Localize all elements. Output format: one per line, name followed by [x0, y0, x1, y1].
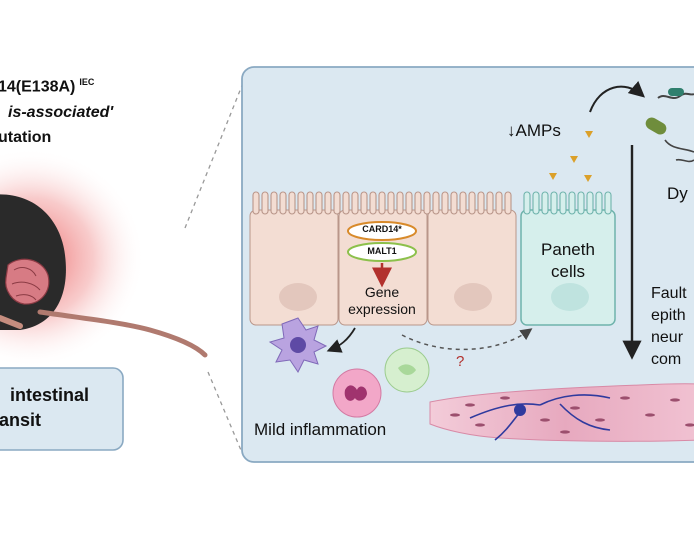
microvillus	[315, 191, 323, 215]
microvillus	[414, 191, 422, 215]
microvillus	[450, 191, 458, 215]
epithelium	[249, 191, 616, 326]
curved-arrow-bacteria	[589, 81, 646, 113]
muscle-nucleus	[500, 396, 510, 400]
association-label: is-associated'	[8, 104, 114, 121]
faulty-line-1: Fault	[651, 285, 687, 302]
phenotype-line-1: intestinal	[10, 385, 90, 405]
microvillus	[541, 191, 549, 215]
muscle-nucleus	[595, 418, 605, 422]
microvillus	[568, 191, 576, 215]
microvillus	[459, 191, 467, 215]
muscle-nucleus	[465, 403, 475, 407]
zoom-line-bottom	[207, 371, 244, 456]
microvillus	[270, 191, 278, 215]
microvillus	[559, 191, 567, 215]
genotype-label: 14(E138A)IEC	[0, 77, 95, 96]
microvillus	[288, 191, 296, 215]
microvillus	[468, 191, 476, 215]
malt1-label: MALT1	[367, 246, 397, 256]
microvillus	[387, 191, 395, 215]
gene-label-2: expression	[348, 301, 416, 317]
gene-label-1: Gene	[364, 284, 400, 300]
microvillus	[324, 191, 332, 215]
microvillus	[297, 191, 305, 215]
paneth-microvilli	[523, 191, 612, 215]
microvillus	[495, 191, 503, 215]
microvillus	[351, 191, 359, 215]
microvillus	[342, 191, 350, 215]
nucleus-1	[279, 283, 317, 311]
microvillus	[279, 191, 287, 215]
microvillus	[432, 191, 440, 215]
nucleus-3	[454, 283, 492, 311]
microvillus	[586, 191, 594, 215]
microvillus	[360, 191, 368, 215]
bacteria	[645, 88, 694, 163]
muscle-nucleus	[685, 423, 694, 427]
microvillus	[486, 191, 494, 215]
paneth-nucleus	[551, 283, 589, 311]
inflammation-label: Mild inflammation	[254, 420, 387, 439]
microvillus	[550, 191, 558, 215]
microvillus	[532, 191, 540, 215]
microvillus	[504, 191, 512, 215]
microvillus	[333, 191, 341, 215]
muscle-nucleus	[540, 418, 550, 422]
microvillus	[369, 191, 377, 215]
intestine-coil	[5, 258, 50, 305]
faulty-line-3: neur	[651, 329, 684, 346]
faulty-line-2: epith	[651, 307, 686, 324]
microvillus	[523, 191, 531, 215]
microvillus	[405, 191, 413, 215]
dysbiosis-label: Dy	[667, 184, 688, 203]
amp-granules	[549, 131, 593, 182]
phenotype-line-2: ansit	[0, 410, 42, 430]
microvillus	[252, 191, 260, 215]
microvillus	[441, 191, 449, 215]
muscle-layer	[429, 383, 694, 442]
card14-label: CARD14*	[362, 224, 402, 234]
bacterium-green	[645, 117, 667, 135]
paneth-label-2: cells	[550, 262, 585, 281]
microvillus	[595, 191, 603, 215]
paneth-cell	[520, 209, 616, 326]
microvillus	[306, 191, 314, 215]
dashed-arrow-paneth	[401, 328, 533, 351]
neuron-body	[514, 404, 526, 416]
mutation-label: utation	[0, 129, 52, 146]
paneth-label-1: Paneth	[541, 240, 595, 259]
question-mark: ?	[456, 353, 465, 370]
muscle-nucleus	[475, 423, 485, 427]
card14-oval	[347, 221, 417, 241]
microvillus	[423, 191, 431, 215]
microvillus	[577, 191, 585, 215]
amps-label: ↓AMPs	[507, 121, 561, 140]
microvillus	[604, 191, 612, 215]
microvillus	[396, 191, 404, 215]
mouse-tail	[37, 309, 208, 358]
arrow-immune	[326, 327, 356, 353]
microvillus	[378, 191, 386, 215]
bacterium-teal	[668, 88, 684, 96]
faulty-line-4: com	[651, 351, 682, 368]
zoom-line-top	[184, 82, 244, 229]
neuron-processes	[469, 394, 611, 441]
microvillus	[477, 191, 485, 215]
microvillus	[261, 191, 269, 215]
muscle-nucleus	[670, 398, 680, 402]
phenotype-box	[0, 367, 124, 451]
muscle-nucleus	[620, 396, 630, 400]
microvilli	[252, 191, 512, 215]
malt1-oval	[347, 242, 417, 262]
muscle-nucleus	[450, 413, 460, 417]
immune-cells	[268, 317, 430, 418]
muscle-nucleus	[560, 430, 570, 434]
muscle-nucleus	[570, 406, 580, 410]
muscle-nucleus	[645, 413, 655, 417]
mouse-illustration	[0, 148, 208, 368]
